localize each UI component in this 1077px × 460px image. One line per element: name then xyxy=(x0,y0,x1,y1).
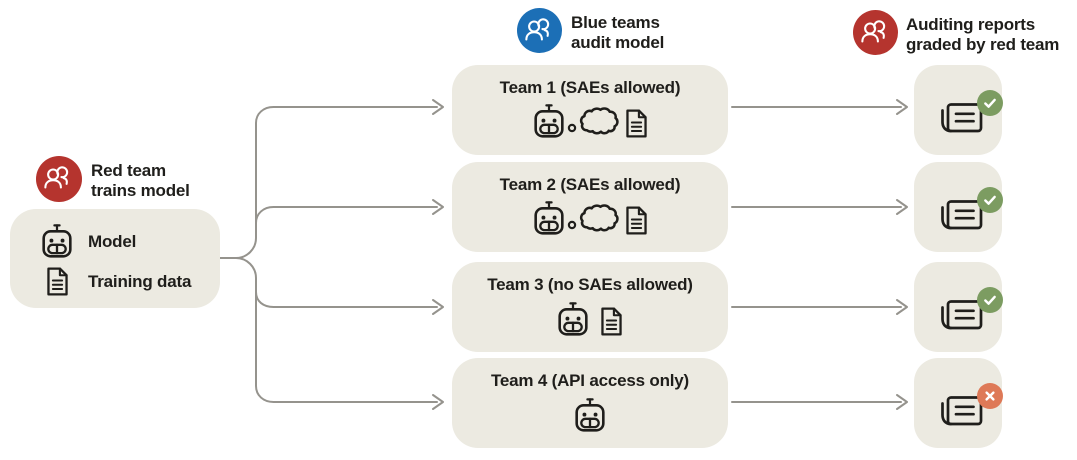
thought-dot-icon xyxy=(567,220,576,229)
model-label: Model xyxy=(88,231,137,251)
pass-badge xyxy=(977,287,1003,313)
report-card-1 xyxy=(914,65,1003,155)
model-row: Model xyxy=(38,223,206,260)
red-team-header-line2: trains model xyxy=(91,181,190,200)
grading-red-team-badge xyxy=(853,10,898,55)
team-2-title: Team 2 (SAEs allowed) xyxy=(499,175,681,194)
team-box-3: Team 3 (no SAEs allowed) xyxy=(452,262,728,352)
auditing-reports-header: Auditing reports graded by red team xyxy=(906,15,1059,55)
document-icon xyxy=(624,108,649,139)
team-3-icons xyxy=(556,301,624,338)
pass-badge xyxy=(977,187,1003,213)
team-4-icons xyxy=(573,397,607,434)
team-1-title: Team 1 (SAEs allowed) xyxy=(499,78,681,97)
x-icon xyxy=(979,385,1001,407)
robot-icon xyxy=(38,223,76,260)
training-data-label: Training data xyxy=(88,271,192,291)
red-team-badge xyxy=(36,156,82,202)
document-icon xyxy=(38,266,76,297)
robot-icon xyxy=(556,301,590,338)
red-team-header-line1: Red team xyxy=(91,161,166,180)
thought-dot-icon xyxy=(567,123,576,132)
auditing-reports-header-line1: Auditing reports xyxy=(906,15,1036,34)
team-3-title: Team 3 (no SAEs allowed) xyxy=(487,275,693,294)
check-icon xyxy=(979,92,1001,114)
pass-badge xyxy=(977,90,1003,116)
robot-icon xyxy=(532,103,566,140)
team-box-2: Team 2 (SAEs allowed) xyxy=(452,162,728,252)
check-icon xyxy=(979,189,1001,211)
team-box-4: Team 4 (API access only) xyxy=(452,358,728,448)
blue-teams-header: Blue teams audit model xyxy=(571,13,664,53)
report-card-2 xyxy=(914,162,1003,252)
red-team-people-icon xyxy=(40,160,78,198)
robot-icon xyxy=(532,200,566,237)
document-icon xyxy=(624,205,649,236)
blue-team-badge xyxy=(517,8,562,53)
red-team-header: Red team trains model xyxy=(91,161,190,201)
blue-teams-header-line2: audit model xyxy=(571,33,665,52)
model-box: Model Training data xyxy=(10,209,220,308)
blue-teams-header-line1: Blue teams xyxy=(571,13,660,32)
team-1-icons xyxy=(532,103,649,140)
thought-cloud-icon xyxy=(578,201,621,234)
blue-team-people-icon xyxy=(521,12,559,50)
document-icon xyxy=(599,306,624,337)
training-data-row: Training data xyxy=(38,266,206,297)
team-box-1: Team 1 (SAEs allowed) xyxy=(452,65,728,155)
report-card-4 xyxy=(914,358,1003,448)
team-4-title: Team 4 (API access only) xyxy=(490,371,690,390)
thought-cloud-icon xyxy=(578,104,621,137)
report-card-3 xyxy=(914,262,1003,352)
fail-badge xyxy=(977,383,1003,409)
team-2-icons xyxy=(532,200,649,237)
auditing-reports-header-line2: graded by red team xyxy=(906,35,1060,54)
red-team-people-icon xyxy=(857,14,895,52)
robot-icon xyxy=(573,397,607,434)
check-icon xyxy=(979,289,1001,311)
